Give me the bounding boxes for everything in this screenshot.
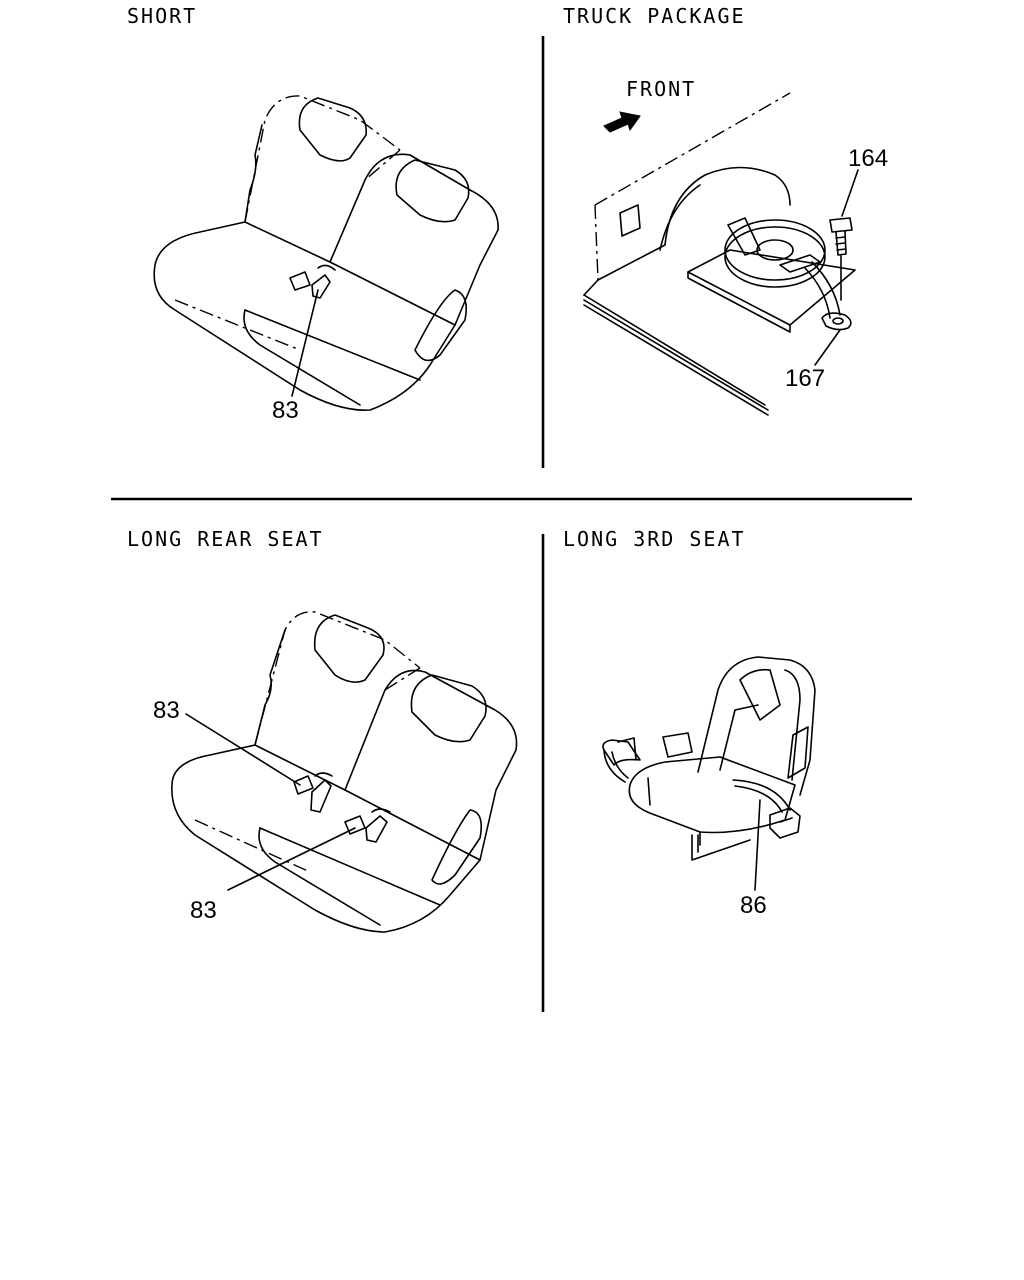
panel-title-short: SHORT: [127, 4, 198, 28]
panel-title-long-rear-seat: LONG REAR SEAT: [127, 527, 324, 551]
long-rear-bench-seat: [171, 611, 518, 933]
panel-title-truck-package: TRUCK PACKAGE: [563, 4, 746, 28]
panel-title-long-3rd-seat: LONG 3RD SEAT: [563, 527, 746, 551]
truck-package-spare-tire: [583, 92, 859, 416]
callout-164: 164: [848, 145, 888, 172]
callout-167: 167: [785, 365, 825, 392]
third-row-folding-seat: [602, 656, 816, 891]
callout-86: 86: [740, 892, 767, 919]
callout-83-lower: 83: [190, 897, 217, 924]
callout-83-short: 83: [272, 397, 299, 424]
short-bench-seat: [153, 95, 499, 411]
front-direction-label: FRONT: [626, 77, 696, 101]
callout-83-upper: 83: [153, 697, 180, 724]
front-arrow-icon: [603, 111, 641, 133]
